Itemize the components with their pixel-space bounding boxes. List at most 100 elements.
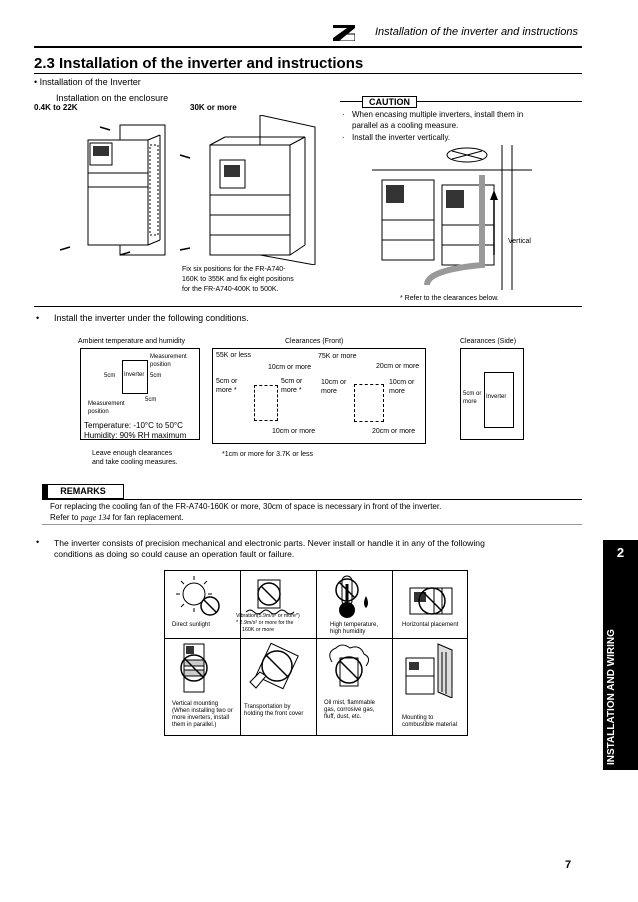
fix-note-line-1: Fix six positions for the FR-A740- [182,266,286,273]
side-inverter [484,372,514,428]
cm5-left: 5cm [104,373,116,379]
measurement-position-1-line-1: Measurement [150,354,187,360]
warning-line-1: The inverter consists of precision mecha… [54,538,485,548]
remarks-line-2: Refer to page 134 for fan replacement. [50,513,184,522]
fix-note-line-2: 160K to 355K and fix eight positions [182,276,294,283]
chapter-number: 2 [616,545,625,560]
cm10-or-more-left: 10cm or more [321,378,346,396]
leave-clearances-line-2: and take cooling measures. [92,459,178,466]
cm5-or-more-right-line-1: 5cm or [281,378,303,385]
grid-divider-v2 [316,570,317,736]
chapter-side-tab[interactable] [603,540,638,770]
remarks-rule [42,499,582,500]
oil-mist-icon [329,644,370,687]
grid-oil-mist: Oil mist, flammable gas, corrosive gas, … [324,700,375,721]
footnote-37k: *1cm or more for 3.7K or less [222,451,314,458]
warning-line-2: conditions as doing so could cause an op… [54,549,295,559]
grid-vibration-line-2: * 2.9m/s² or more for the [236,620,294,626]
vertical-label: Vertical [508,238,531,245]
caution-title: CAUTION [362,96,417,108]
grid-vibration-line-3: 160K or more [242,627,275,633]
grid-oil-mist-line-2: gas, corrosive gas, [324,707,375,713]
cm5-below: 5cm [145,397,157,403]
side-5cm-label: 5cm or more [463,390,481,406]
enclosure-illustration [60,115,316,265]
caution-illustration [372,145,532,290]
leave-clearances-line-1: Leave enough clearances [92,450,173,457]
conditions-bullet: Install the inverter under the following… [54,313,249,323]
measurement-position-2-line-2: position [88,409,109,415]
remarks-line-1: For replacing the cooling fan of the FR-… [50,502,442,511]
grid-horizontal-placement: Horizontal placement [402,622,459,628]
cm10-bottom: 10cm or more [272,428,316,435]
range-small: 0.4K to 22K [34,103,78,112]
grid-combustible-line-1: Mounting to [402,715,434,721]
measurement-position-2: Measurement position [88,400,125,416]
fix-note: Fix six positions for the FR-A740- 160K … [182,265,352,295]
ambient-title: Ambient temperature and humidity [78,338,185,345]
caution-rule [340,101,582,102]
remarks-line-2c: for fan replacement. [110,513,184,522]
grid-high-temperature-line-2: high humidity [330,629,366,635]
grid-oil-mist-line-3: fluff, dust, etc. [324,714,362,720]
transport-front-cover-icon [249,642,299,690]
combustible-material-icon [405,643,453,698]
ambient-inverter-label: Inverter [124,372,145,378]
cm20-bottom: 20cm or more [372,428,416,435]
remarks-line-2a: Refer to [50,513,81,522]
header-title: Installation of the inverter and instruc… [374,26,578,38]
grid-divider-v1 [240,570,241,736]
section-rule [34,73,582,74]
grid-vertical-mounting-line-3: more inverters, install [172,715,230,721]
leave-clearances: Leave enough clearances and take cooling… [92,449,178,467]
remarks-tab: REMARKS [42,484,124,499]
grid-vibration: Vibration(5.9m/s² or more*) * 2.9m/s² or… [236,613,300,634]
grid-transportation-line-1: Transportation by [244,704,291,710]
page-134-link[interactable]: page 134 [80,513,111,522]
grid-direct-sunlight: Direct sunlight [172,622,211,628]
vertical-mounting-icon [180,643,208,693]
side-inverter-label: Inverter [486,394,507,400]
horizontal-placement-icon [409,587,453,615]
front-inverter-small [254,385,278,421]
sunlight-icon [176,576,220,616]
k55-label: 55K or less [216,352,252,359]
cm20-top: 20cm or more [376,363,420,370]
cm10-or-more-left-line-2: more [321,388,337,395]
grid-divider-v3 [392,570,393,736]
cm10-or-more-right-line-1: 10cm or [389,379,415,386]
grid-divider-h [164,638,468,639]
section-title: 2.3 Installation of the inverter and ins… [34,55,364,72]
k75-label: 75K or more [318,353,357,360]
grid-vibration-line-1: Vibration(5.9m/s² or more*) [236,613,300,619]
remarks-bar [42,484,48,499]
cm5-or-more-left: 5cm or more * [216,377,237,395]
grid-oil-mist-line-1: Oil mist, flammable [324,700,376,706]
grid-transportation: Transportation by holding the front cove… [244,704,303,718]
page-number: 7 [565,859,572,871]
humidity-label: Humidity: 90% RH maximum [84,431,187,440]
grid-high-temperature: High temperature, high humidity [330,622,378,636]
cm5-right: 5cm [150,373,162,379]
grid-vertical-mounting-line-2: (When installing two or [172,708,233,714]
side-5cm-label-line-2: more [463,399,477,405]
header-rule [34,46,582,48]
measurement-position-2-line-1: Measurement [88,401,125,407]
refer-clearances: * Refer to the clearances below. [400,295,499,302]
cm10-or-more-left-line-1: 10cm or [321,379,347,386]
bullet-install-inverter: • Installation of the Inverter [34,77,141,87]
front-clearance-box [212,348,426,444]
range-large: 30K or more [190,103,237,112]
high-temperature-icon [335,575,368,618]
remarks-bottom-rule [42,524,582,525]
fix-note-line-3: for the FR-A740-400K to 500K. [182,286,279,293]
intro-divider [34,306,582,307]
caution-line-1: When encasing multiple inverters, instal… [352,110,524,119]
chapter-title: INSTALLATION AND WIRING [606,629,617,765]
grid-combustible: Mounting to combustible material [402,715,457,729]
enclosure-label: Installation on the enclosure [56,93,169,103]
grid-vertical-mounting-line-1: Vertical mounting [172,701,219,707]
temperature-label: Temperature: -10°C to 50°C [84,421,183,430]
header-logo-icon [333,25,355,41]
cm10-or-more-right-line-2: more [389,388,405,395]
